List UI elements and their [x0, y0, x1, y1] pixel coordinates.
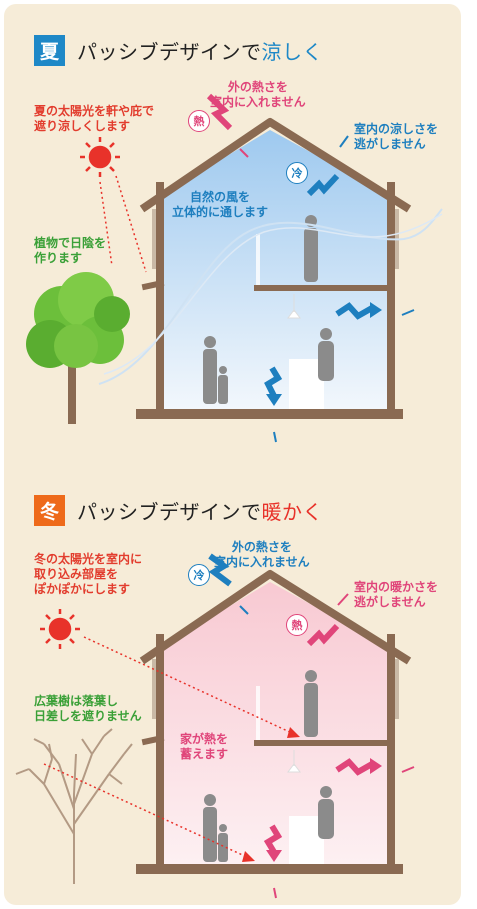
summer-roof	[139, 118, 412, 213]
summer-right-wall	[387, 182, 395, 409]
winter-roof	[139, 570, 412, 665]
summer-illustration	[26, 93, 443, 443]
summer-eave	[141, 279, 165, 291]
summer-foundation	[136, 409, 403, 419]
summer-down-arrow	[264, 366, 283, 398]
winter-upper-floor	[254, 740, 395, 746]
winter-heat-mark: 熱	[286, 614, 308, 636]
winter-sun-note: 冬の太陽光を室内に 取り込み部屋を ぽかぽかにします	[34, 552, 143, 596]
winter-badge: 冬	[34, 494, 65, 526]
summer-heat-mark: 熱	[188, 110, 210, 132]
summer-wind-note: 自然の風を 立体的に通します	[172, 190, 269, 219]
summer-wind-arrow	[335, 302, 374, 320]
summer-people	[203, 215, 334, 404]
winter-people	[203, 670, 334, 862]
passive-design-card: 夏 パッシブデザインで涼しく 夏の太陽光を軒や庇で 遮り涼しくします 外の熱さを…	[4, 4, 461, 905]
summer-title: 夏 パッシブデザインで涼しく	[34, 34, 323, 66]
summer-window-left	[152, 209, 156, 269]
summer-cool-mark: 冷	[286, 162, 308, 184]
winter-illustration	[15, 553, 415, 899]
summer-sun-note: 夏の太陽光を軒や庇で 遮り涼しくします	[34, 104, 155, 133]
summer-cool-arrow	[306, 173, 340, 197]
winter-down-arrow	[263, 824, 283, 854]
winter-title-main: パッシブデザインで	[77, 499, 262, 524]
summer-panel: 夏 パッシブデザインで涼しく 夏の太陽光を軒や庇で 遮り涼しくします 外の熱さを…	[4, 4, 461, 449]
winter-warm-arrow	[306, 623, 340, 647]
winter-side-arrow	[335, 758, 374, 776]
summer-partition	[256, 234, 260, 285]
winter-cold-mark: 冷	[188, 564, 210, 586]
summer-left-wall	[156, 182, 164, 409]
winter-title: 冬 パッシブデザインで暖かく	[34, 494, 323, 526]
winter-sun	[40, 609, 80, 649]
summer-house-interior	[164, 130, 387, 409]
winter-keep-warm-note: 室内の暖かさを 逃がしません	[354, 580, 439, 609]
winter-eave	[141, 734, 165, 746]
summer-wind-curve	[98, 208, 443, 385]
winter-storage-note: 家が熱を 蓄えます	[180, 732, 229, 761]
winter-panel: 冬 パッシブデザインで暖かく 冬の太陽光を室内に 取り込み部屋を ぽかぽかにしま…	[4, 454, 461, 905]
summer-badge: 夏	[34, 34, 65, 66]
summer-tree	[26, 272, 130, 424]
winter-tree-note: 広葉樹は落葉し 日差しを遮りません	[34, 694, 142, 723]
summer-title-main: パッシブデザインで	[77, 39, 262, 64]
summer-keep-cool-note: 室内の涼しさを 逃がしません	[354, 122, 439, 151]
winter-foundation	[136, 864, 403, 874]
summer-sun	[80, 137, 120, 177]
summer-outside-heat-note: 外の熱さを 室内に入れません	[210, 80, 306, 109]
winter-cold-arrow	[208, 553, 232, 587]
winter-right-wall	[387, 634, 395, 864]
summer-heat-arrow	[206, 93, 233, 131]
summer-upper-floor	[254, 285, 395, 291]
winter-title-accent: 暖かく	[261, 499, 323, 524]
winter-left-wall	[156, 634, 164, 864]
winter-outside-cold-note: 外の熱さを 室内に入れません	[214, 540, 310, 569]
winter-bare-tree	[15, 728, 133, 884]
summer-tree-note: 植物で日陰を 作ります	[34, 236, 107, 265]
summer-title-accent: 涼しく	[261, 39, 323, 64]
